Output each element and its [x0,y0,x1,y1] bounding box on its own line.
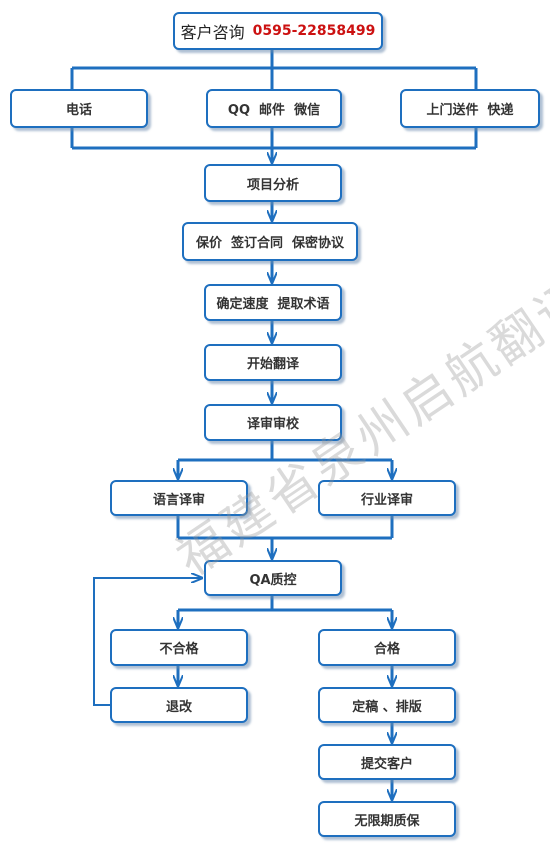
qualified-label: 合格 [373,642,400,657]
start-translation-label: 开始翻译 [246,357,299,372]
review-proofread-label: 译审审校 [246,417,299,432]
language-review-label: 语言译审 [152,492,205,508]
finalize-layout-label: 定稿 、排版 [352,699,422,715]
phone-number: 0595-22858499 [252,23,376,39]
node-unqualified: 不合格 [110,629,248,666]
node-finalize-layout: 定稿 、排版 [318,687,456,723]
industry-review-label: 行业译审 [360,492,413,508]
node-warranty: 无限期质保 [318,801,456,837]
connector-channels-merge [70,128,478,150]
visit-courier-label: 上门送件 快递 [426,103,514,118]
node-review-proofread: 译审审校 [204,404,342,441]
node-submit-client: 提交客户 [318,744,456,780]
node-speed-terms: 确定速度 提取术语 [204,284,342,321]
revise-label: 退改 [165,699,192,715]
speed-terms-label: 确定速度 提取术语 [216,297,330,312]
unqualified-label: 不合格 [159,642,199,657]
qq-mail-wechat-label: QQ 邮件 微信 [227,103,321,118]
node-visit-courier: 上门送件 快递 [400,89,540,128]
node-qualified: 合格 [318,629,456,666]
warranty-label: 无限期质保 [354,813,420,829]
node-quote-contract: 保价 签订合同 保密协议 [182,222,358,261]
consult-label: 客户咨询 [180,23,245,42]
arrow-revise-feedback [93,578,202,706]
submit-client-label: 提交客户 [360,756,413,772]
telephone-label: 电话 [65,103,92,118]
node-industry-review: 行业译审 [318,480,456,516]
connector-consult-split [70,50,478,89]
qa-control-label: QA质控 [249,572,297,588]
connector-review-merge [176,516,394,540]
connector-qa-split [178,596,392,612]
node-project-analysis: 项目分析 [204,164,342,202]
node-start-translation: 开始翻译 [204,344,342,381]
project-analysis-label: 项目分析 [246,177,299,193]
node-qq-mail-wechat: QQ 邮件 微信 [206,89,342,128]
node-qa-control: QA质控 [204,560,342,596]
node-language-review: 语言译审 [110,480,248,516]
quote-contract-label: 保价 签订合同 保密协议 [195,236,345,251]
node-telephone: 电话 [10,89,148,128]
node-customer-consult: 客户咨询 0595-22858499 [173,12,383,50]
connector-review-split [178,441,392,462]
node-revise: 退改 [110,687,248,723]
